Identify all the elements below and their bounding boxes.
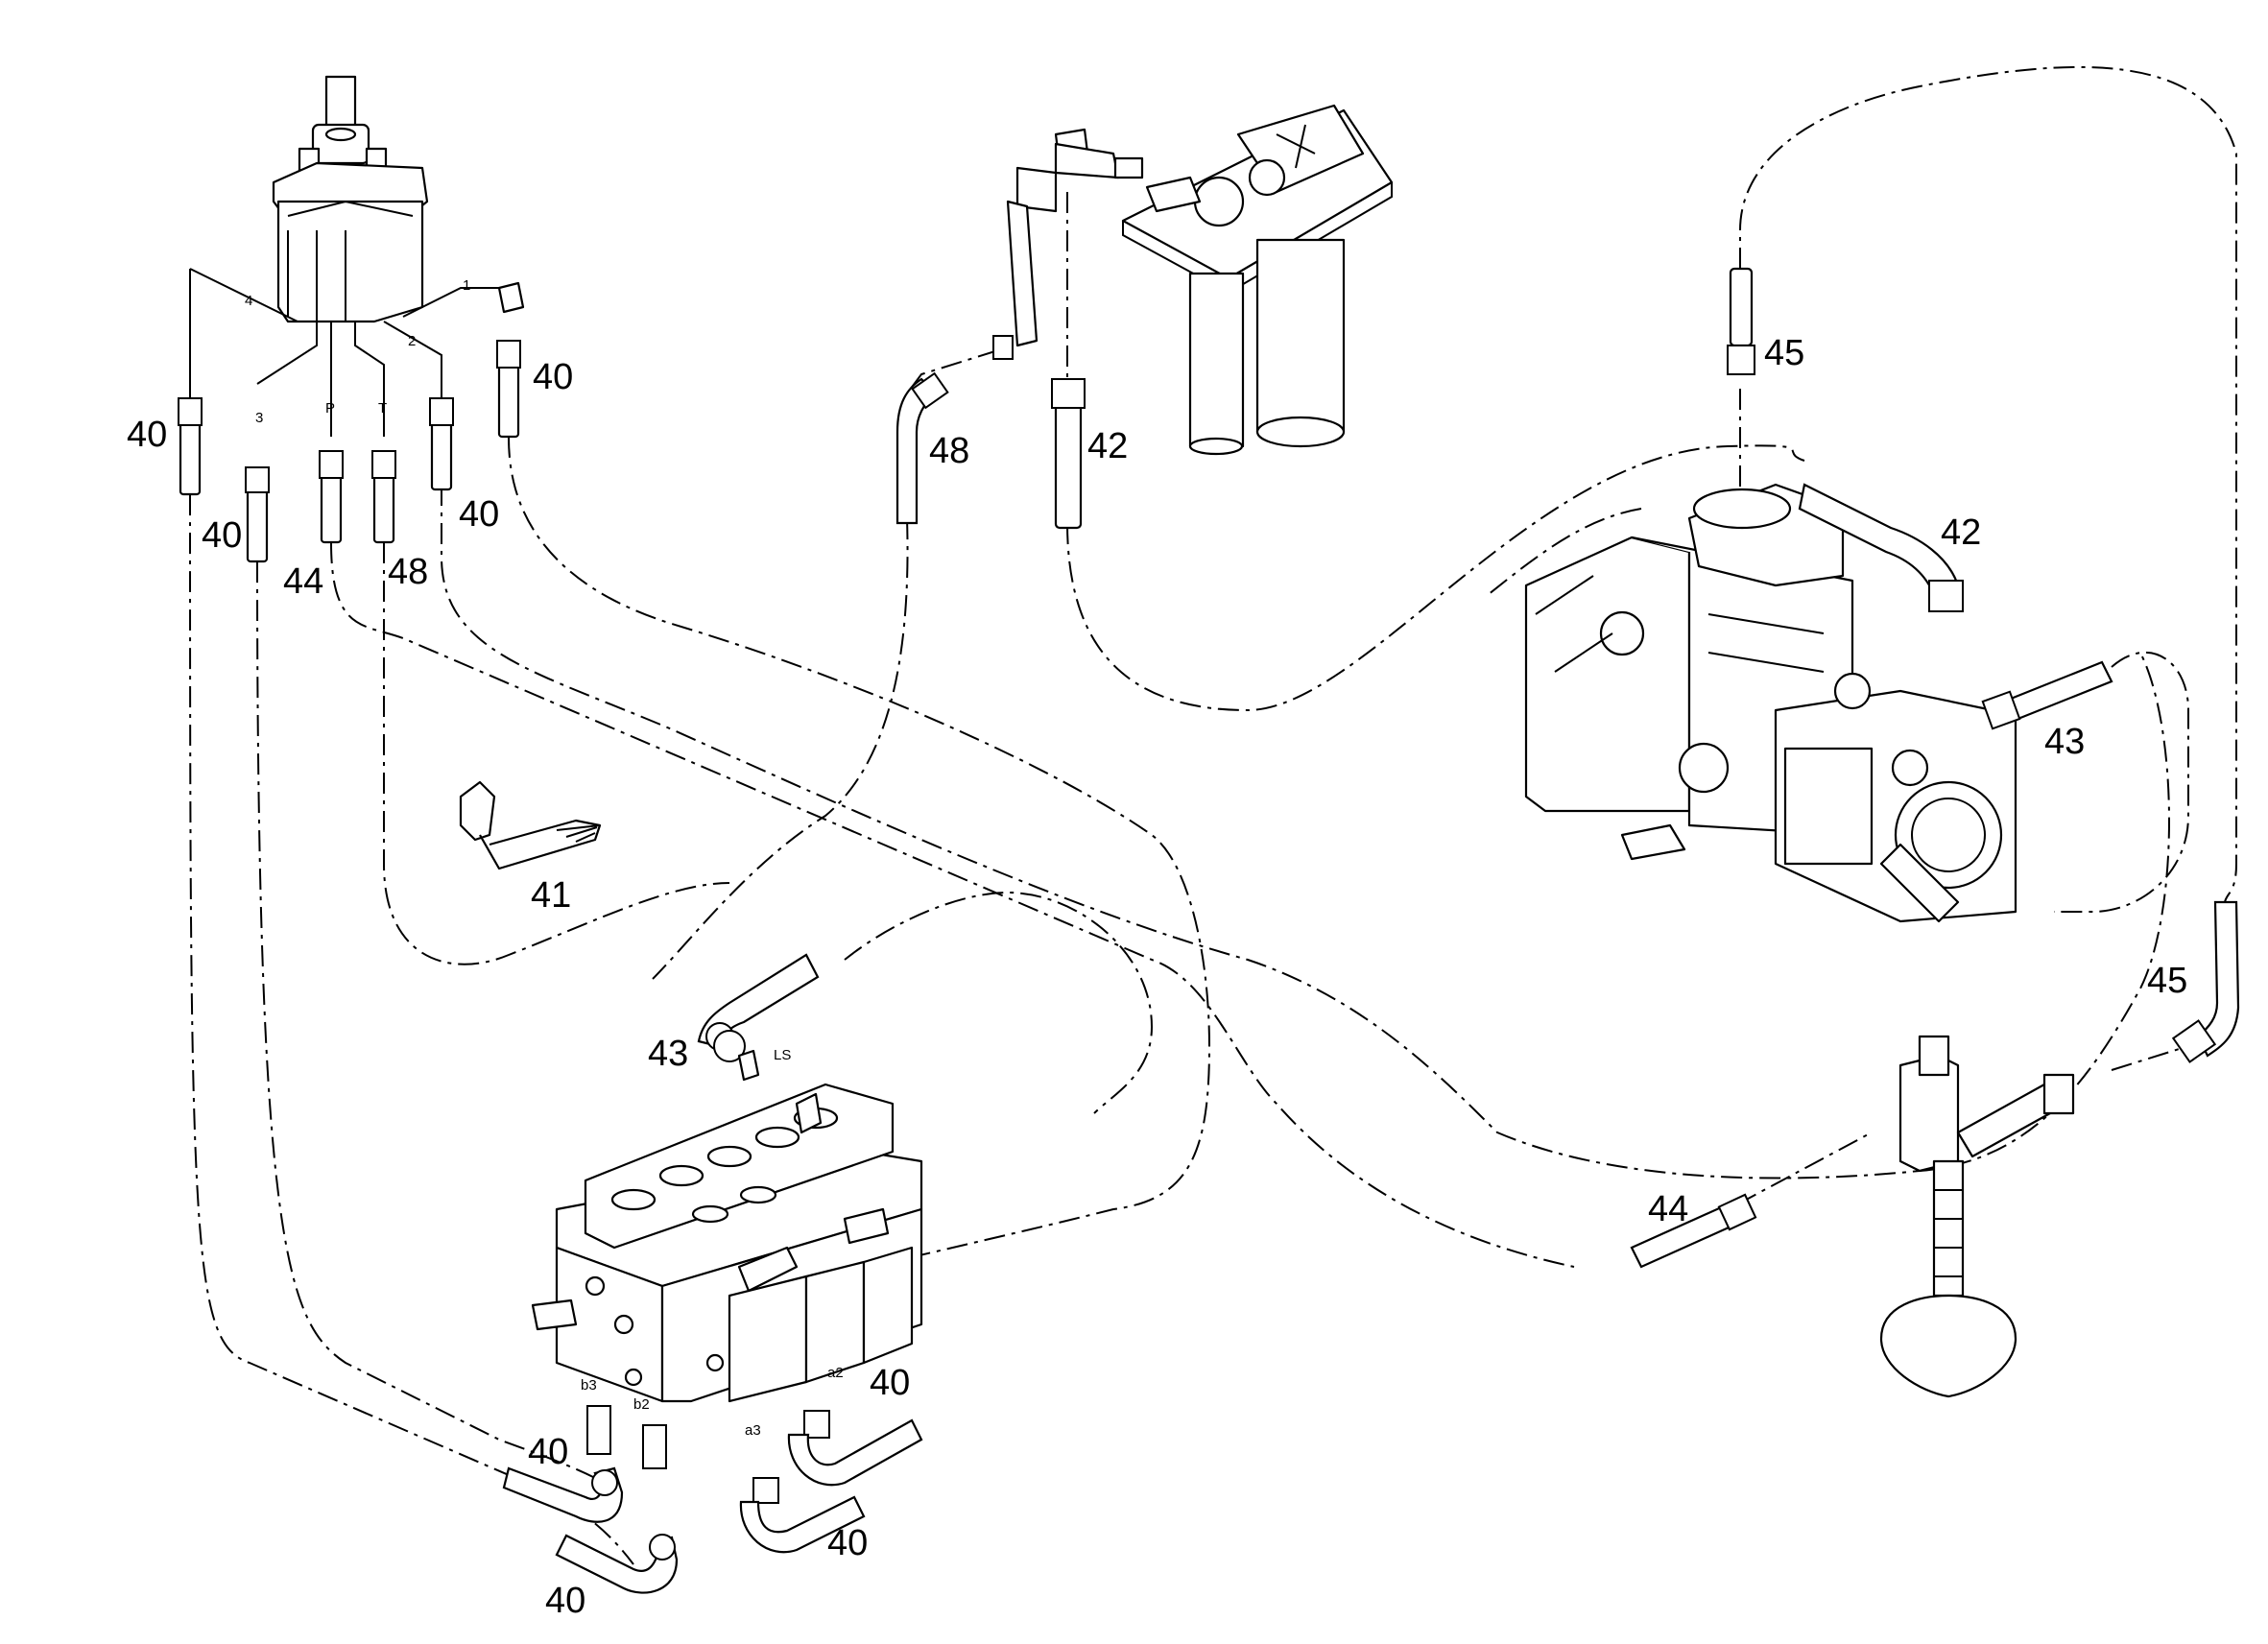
callout-40-g: 40: [528, 1432, 568, 1472]
callout-44-b: 44: [1648, 1189, 1688, 1229]
port-label-t: T: [378, 400, 387, 417]
hydraulic-filter: [1121, 104, 1394, 456]
route-line-t: [383, 542, 730, 965]
route-line-48-down: [652, 517, 909, 980]
callout-45-a: 45: [1764, 333, 1804, 373]
port-label-p: P: [325, 400, 335, 417]
callout-numbers: 40 40 40 40 44 48 40 48 42 45 42 43 41 4…: [127, 333, 2187, 1621]
callout-40-i: 40: [545, 1581, 585, 1621]
callout-43-a: 43: [2044, 722, 2085, 762]
callout-40-h: 40: [827, 1523, 868, 1563]
route-line-ls: [844, 891, 1154, 1114]
port-label-ls: LS: [774, 1047, 791, 1063]
route-line-43-right: [2054, 651, 2189, 913]
port-label-2: 2: [408, 333, 416, 349]
variable-pump: [1524, 483, 2017, 923]
port-label-3: 3: [255, 410, 263, 426]
port-label-4: 4: [245, 293, 252, 309]
callout-45-b: 45: [2147, 961, 2187, 1001]
steering-unit: [272, 75, 429, 323]
route-line-45-accum: [2111, 1045, 2189, 1071]
port-labels: 4 1 2 3 P T LS b3 b2 a2 a3: [245, 277, 844, 1439]
callout-40-f: 40: [870, 1363, 910, 1403]
hoses: [178, 267, 2240, 1594]
callout-48-a: 48: [388, 552, 428, 592]
callout-40-b: 40: [533, 357, 573, 397]
callout-40-c: 40: [202, 515, 242, 556]
port-label-a3: a3: [745, 1422, 761, 1439]
route-line-1: [508, 436, 1211, 1306]
route-line-pump-leftloop: [1487, 508, 1642, 596]
route-line-44-accum: [1736, 1132, 1873, 1205]
port-label-b2: b2: [633, 1396, 650, 1413]
callout-41: 41: [531, 875, 571, 916]
callout-42-a: 42: [1087, 426, 1128, 466]
hose-clamp: [459, 780, 602, 870]
accumulator-assembly: [1879, 1035, 2075, 1398]
callout-43-b: 43: [648, 1034, 688, 1074]
port-label-b3: b3: [581, 1377, 597, 1394]
route-line-45-top: [1739, 65, 2237, 903]
port-label-a2: a2: [827, 1365, 844, 1381]
callout-42-b: 42: [1941, 512, 1981, 553]
callout-44-a: 44: [283, 561, 323, 602]
callout-40-d: 40: [459, 494, 499, 535]
port-label-1: 1: [463, 277, 470, 294]
route-line-p: [330, 541, 1575, 1268]
steering-unit-port-leads: [189, 268, 509, 494]
route-line-42-loop: [1066, 444, 1805, 712]
callout-48-b: 48: [929, 431, 969, 471]
callout-40-a: 40: [127, 415, 167, 455]
route-line-3: [256, 560, 596, 1479]
control-valve-block: [531, 1083, 923, 1403]
filter-fittings: [992, 128, 1144, 360]
